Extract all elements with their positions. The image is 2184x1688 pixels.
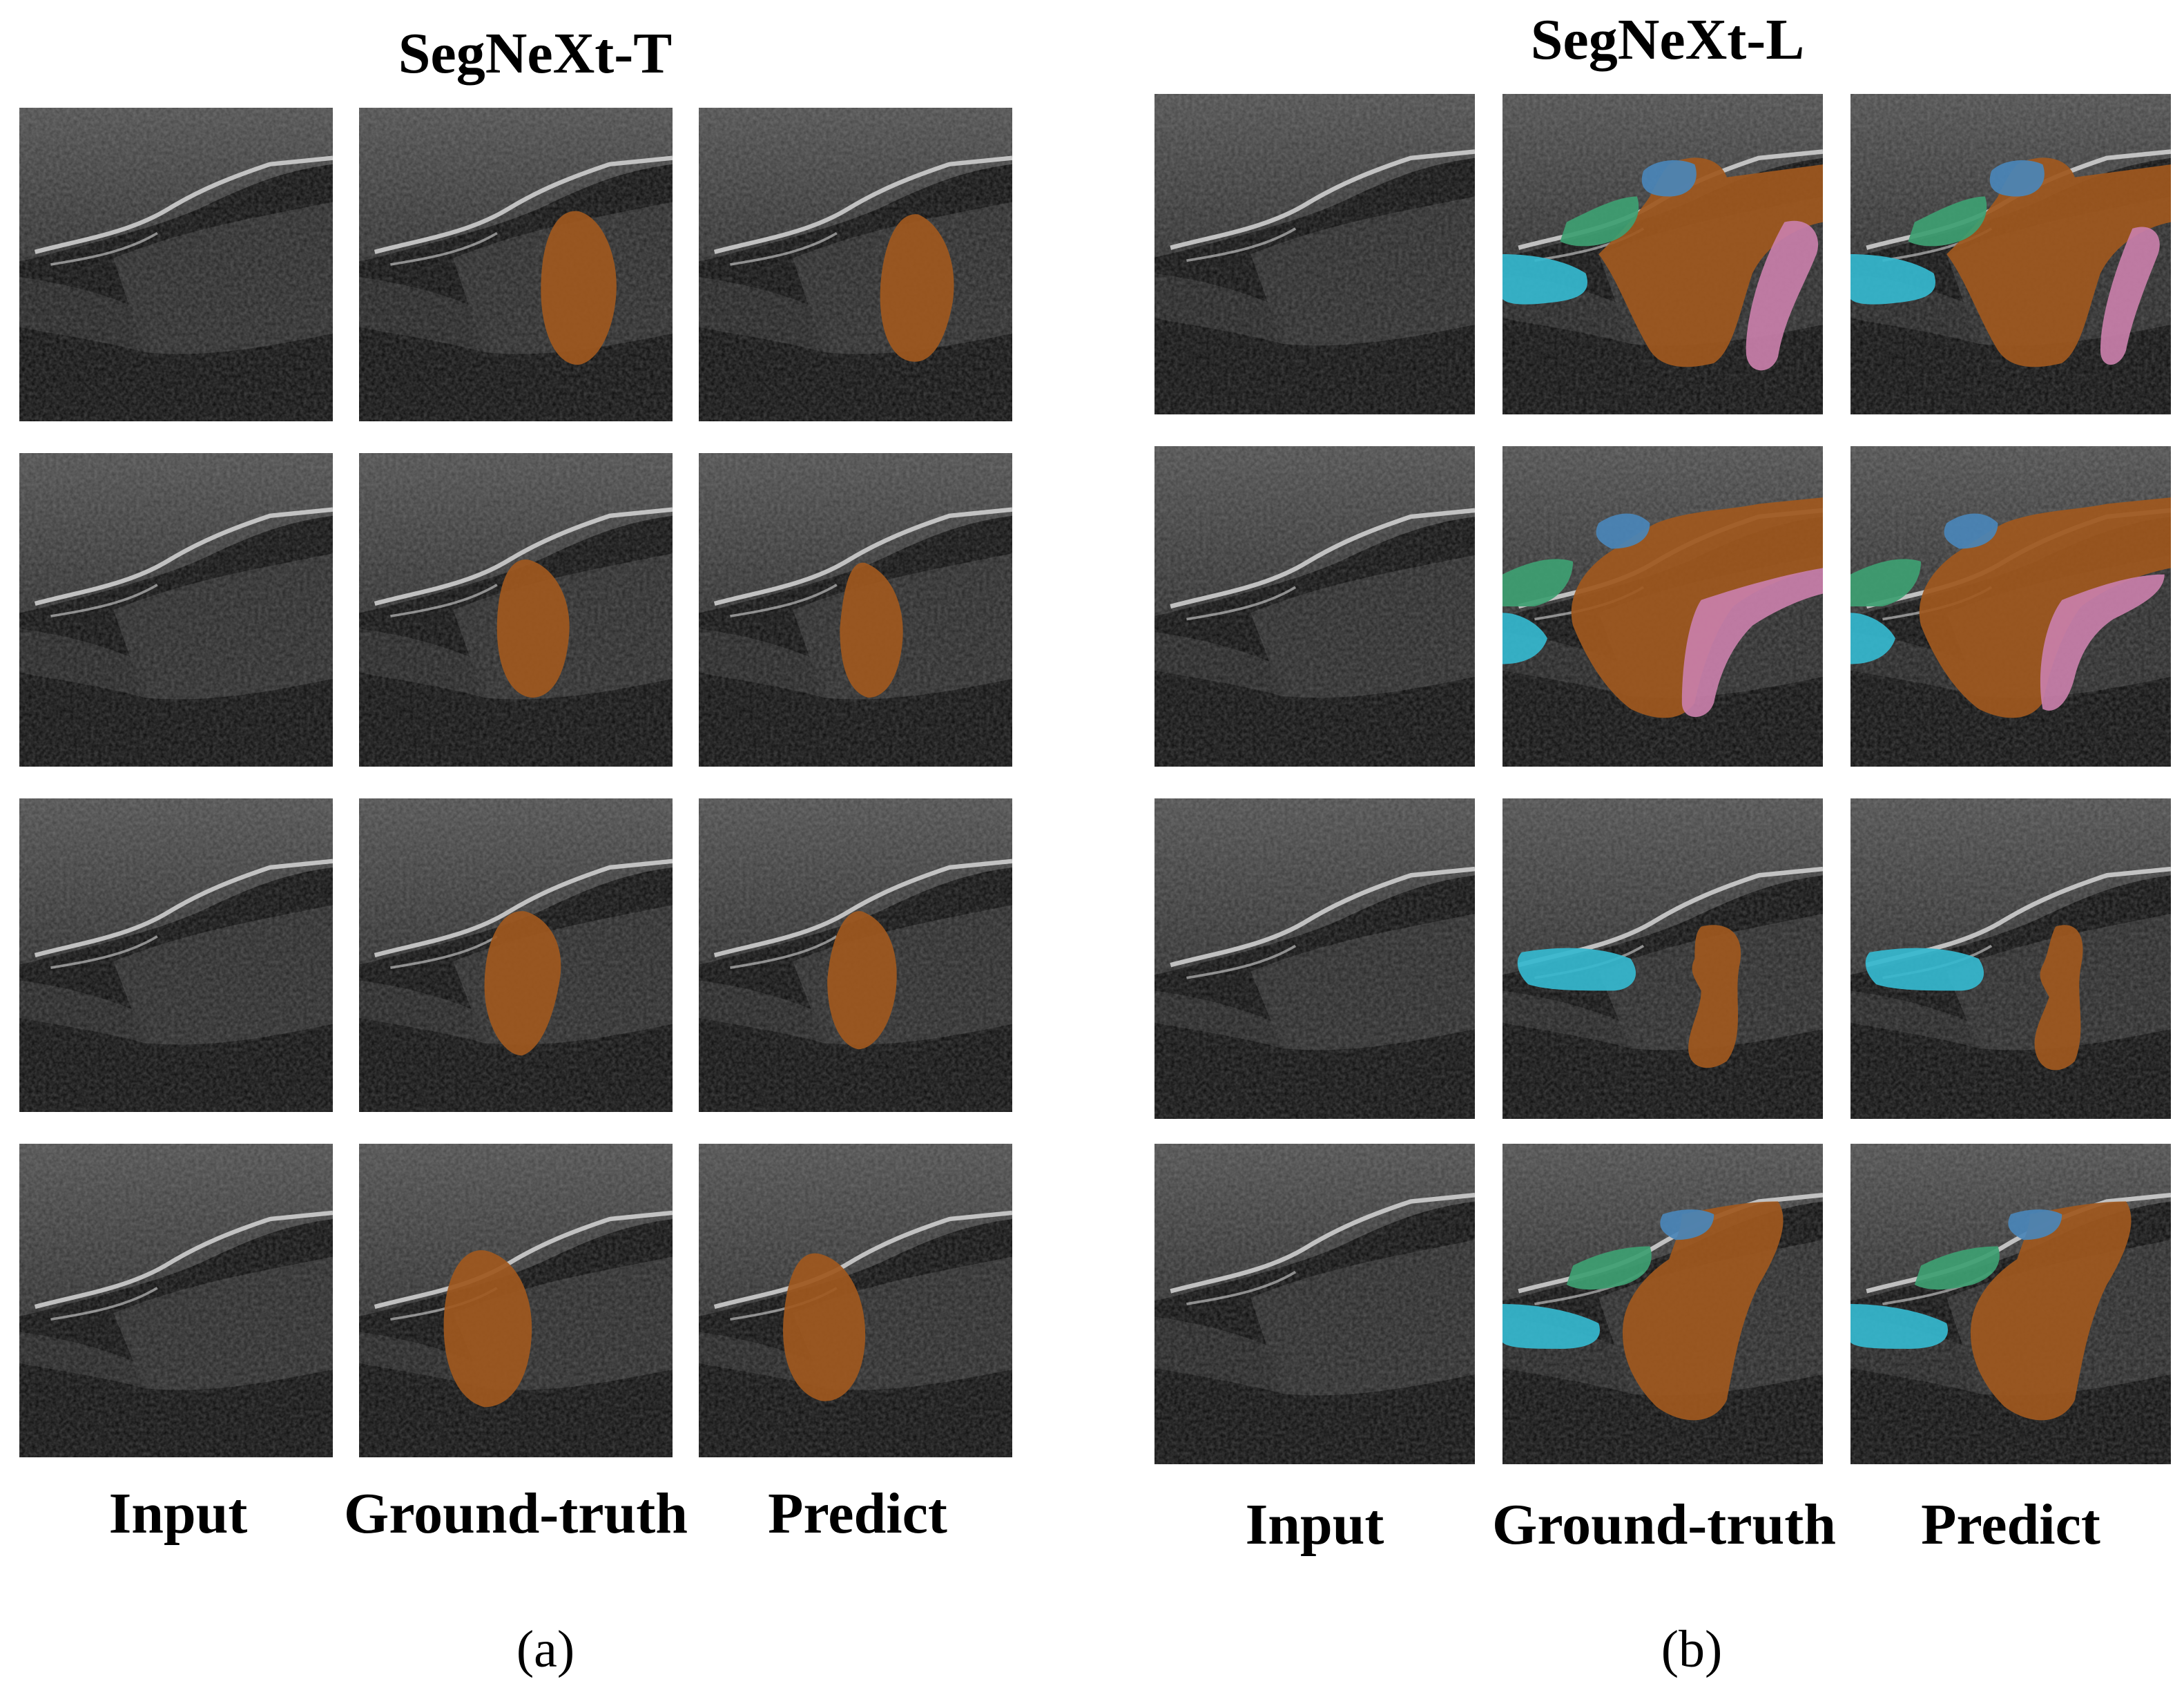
panel-b-row3-ground-truth-cyan-region	[1517, 948, 1636, 991]
panel-b-row1-predict-pink-region	[2100, 227, 2160, 365]
panel-b-row1-ground-truth-pink-region	[1746, 220, 1819, 371]
panel-b-row4-predict-cyan-region	[1850, 1304, 1948, 1349]
panel-b-row4-ground-truth-green-region	[1566, 1246, 1652, 1290]
panel-a-row3-predict	[699, 798, 1012, 1112]
panel-b-row1-predict-blue-region	[1989, 160, 2045, 197]
panel-b-row3-predict	[1850, 798, 2171, 1119]
panel-a-row2-ground-truth	[359, 453, 673, 767]
panel-b-row1-predict-cyan-region	[1850, 254, 1936, 305]
panel-b-row2-ground-truth-cyan-region	[1502, 613, 1547, 664]
panel-a-row4-predict-orange-region	[783, 1253, 866, 1401]
panel-b-row1-predict-green-region	[1908, 196, 1987, 247]
panel-b-row2-ground-truth	[1502, 446, 1823, 767]
panel-b-row2-predict-orange-region	[1919, 497, 2171, 718]
panel-a-row2-predict-orange-region	[840, 562, 903, 698]
panel-a-row1-ground-truth-orange-region	[541, 211, 617, 365]
panel-b-col-ground-truth: Ground-truth	[1492, 1493, 1836, 1557]
panel-a-title: SegNeXt-T	[398, 21, 673, 86]
panel-a-caption: (a)	[516, 1620, 575, 1678]
panel-b-row4-input	[1154, 1144, 1475, 1464]
panel-a-row4-ground-truth-orange-region	[443, 1250, 532, 1408]
panel-b-row4-predict-blue-region	[2008, 1209, 2062, 1240]
panel-b-row2-ground-truth-pink-region	[1681, 568, 1823, 718]
panel-a-row2-input	[19, 453, 333, 767]
panel-a-row4-predict	[699, 1144, 1012, 1457]
panel-a-row1-predict-orange-region	[880, 214, 954, 362]
panel-a-col-predict: Predict	[768, 1481, 947, 1546]
panel-b-row2-predict-blue-region	[1944, 513, 1998, 549]
panel-b-caption: (b)	[1661, 1620, 1723, 1678]
panel-b-row4-ground-truth-cyan-region	[1502, 1304, 1600, 1349]
panel-a-col-input: Input	[108, 1481, 248, 1546]
panel-b-row2-predict-green-region	[1850, 559, 1922, 606]
panel-a-row1-input	[19, 108, 333, 421]
panel-a-row3-ground-truth-orange-region	[484, 911, 561, 1056]
panel-b-row1-input	[1154, 94, 1475, 414]
panel-b-row1-ground-truth-orange-region	[1598, 157, 1823, 367]
panel-b-row4-ground-truth	[1502, 1144, 1823, 1464]
panel-a-row1-ground-truth	[359, 108, 673, 421]
panel-b-row2-predict	[1850, 446, 2171, 767]
panel-b-row2-ground-truth-green-region	[1502, 559, 1574, 606]
panel-a-row1-predict	[699, 108, 1012, 421]
panel-b-row2-ground-truth-blue-region	[1596, 513, 1650, 549]
panel-b-row4-predict-green-region	[1914, 1246, 2000, 1290]
panel-b-row4-predict	[1850, 1144, 2171, 1464]
panel-b-row3-ground-truth	[1502, 798, 1823, 1119]
panel-a-row3-ground-truth	[359, 798, 673, 1112]
panel-b-row4-predict-orange-region	[1970, 1201, 2132, 1421]
panel-b-row2-input	[1154, 446, 1475, 767]
panel-a-col-ground-truth: Ground-truth	[344, 1481, 688, 1546]
panel-b-row3-predict-cyan-region	[1865, 948, 1984, 991]
panel-a-row4-input	[19, 1144, 333, 1457]
panel-b-row3-predict-orange-region	[2034, 925, 2083, 1071]
panel-b-row1-ground-truth-blue-region	[1641, 160, 1697, 197]
panel-b-row1-predict-orange-region	[1946, 157, 2171, 367]
panel-a-row3-input	[19, 798, 333, 1112]
panel-b-row3-ground-truth-orange-region	[1688, 925, 1741, 1068]
panel-b-col-input: Input	[1245, 1493, 1384, 1557]
panel-b-col-predict: Predict	[1921, 1493, 2100, 1557]
panel-b-row4-ground-truth-blue-region	[1660, 1209, 1714, 1240]
panel-b-row2-predict-cyan-region	[1850, 613, 1895, 664]
panel-b-row3-input	[1154, 798, 1475, 1119]
panel-a-row2-predict	[699, 453, 1012, 767]
panel-a-row3-predict-orange-region	[827, 911, 897, 1050]
panel-a-row4-ground-truth	[359, 1144, 673, 1457]
panel-b-row1-ground-truth	[1502, 94, 1823, 414]
panel-b-row1-ground-truth-green-region	[1560, 196, 1639, 247]
panel-b-title: SegNeXt-L	[1530, 8, 1805, 72]
panel-b-row4-ground-truth-orange-region	[1622, 1201, 1784, 1421]
panel-a-row2-ground-truth-orange-region	[496, 559, 570, 698]
panel-b-row1-ground-truth-cyan-region	[1502, 254, 1588, 305]
panel-b-row1-predict	[1850, 94, 2171, 414]
panel-b-row2-predict-pink-region	[2040, 574, 2165, 711]
